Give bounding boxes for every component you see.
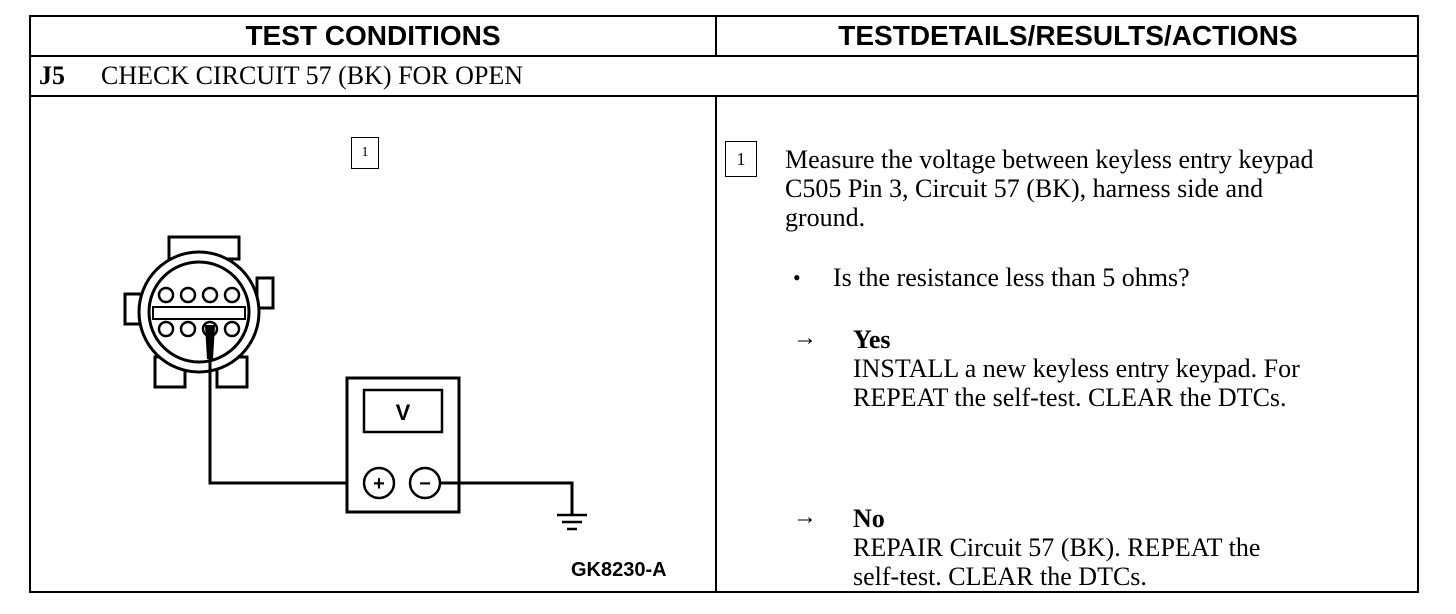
positive-terminal-label: + — [373, 473, 385, 495]
negative-terminal-label: − — [419, 473, 431, 495]
connector-outer-ring — [137, 250, 261, 374]
yes-arrow-icon: → — [793, 325, 817, 351]
no-label: No — [853, 504, 885, 533]
test-details-cell: 1 Measure the voltage between keyless en… — [717, 97, 1417, 591]
yes-label: Yes — [853, 325, 891, 354]
pin-4 — [223, 286, 241, 304]
instruction-line-1: Measure the voltage between keyless entr… — [785, 145, 1314, 174]
connector-meter-diagram: V + − — [123, 235, 587, 531]
pin-3 — [201, 286, 219, 304]
positive-lead-wire — [208, 359, 362, 485]
voltmeter-label: V — [396, 400, 411, 425]
step-id: J5 — [39, 61, 65, 90]
test-table: TEST CONDITIONS TESTDETAILS/RESULTS/ACTI… — [29, 15, 1419, 593]
negative-lead-wire — [440, 481, 574, 515]
connector-pin-bar — [152, 306, 246, 320]
positive-terminal — [362, 466, 396, 500]
pin-2 — [179, 286, 197, 304]
diagram-step-marker: 1 — [351, 137, 379, 169]
test-conditions-cell: 1 — [31, 97, 717, 591]
figure-code: GK8230-A — [571, 559, 667, 581]
pin-1 — [157, 286, 175, 304]
instruction-line-2: C505 Pin 3, Circuit 57 (BK), harness sid… — [785, 174, 1264, 203]
question-bullet: • — [793, 265, 801, 290]
voltmeter-display — [362, 388, 444, 434]
header-test-conditions: TEST CONDITIONS — [31, 17, 717, 57]
question-text: Is the resistance less than 5 ohms? — [833, 263, 1190, 292]
yes-action-line-1: INSTALL a new keyless entry keypad. For — [853, 354, 1300, 383]
meter-probe — [205, 325, 215, 359]
connector-inner-ring — [147, 260, 251, 364]
yes-action-line-2: REPEAT the self-test. CLEAR the DTCs. — [853, 383, 1287, 412]
header-test-details: TESTDETAILS/RESULTS/ACTIONS — [717, 17, 1419, 57]
no-action-line-1: REPAIR Circuit 57 (BK). REPEAT the — [853, 533, 1261, 562]
ground-symbol — [557, 513, 587, 531]
no-arrow-icon: → — [793, 504, 817, 530]
pin-5 — [157, 320, 175, 338]
no-action-line-2: self-test. CLEAR the DTCs. — [853, 562, 1147, 591]
pin-8 — [223, 320, 241, 338]
pin-6 — [179, 320, 197, 338]
instruction-line-3: ground. — [785, 203, 866, 232]
details-step-marker: 1 — [725, 141, 757, 177]
step-title-row: J5 CHECK CIRCUIT 57 (BK) FOR OPEN — [31, 57, 1417, 97]
step-title: CHECK CIRCUIT 57 (BK) FOR OPEN — [101, 61, 524, 90]
